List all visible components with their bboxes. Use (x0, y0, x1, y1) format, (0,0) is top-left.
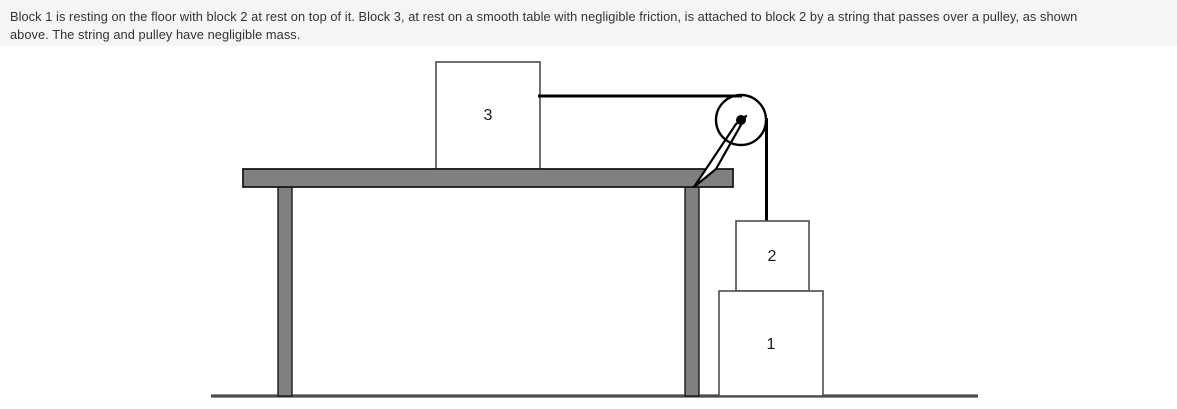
diagram-area: 3 2 1 (0, 46, 1177, 409)
problem-statement-line-2: above. The string and pulley have neglig… (10, 27, 301, 42)
block-1-label: 1 (767, 336, 776, 353)
block-3-label: 3 (484, 107, 493, 124)
block-1 (718, 290, 824, 397)
block-2 (735, 220, 810, 292)
table-leg-right (684, 186, 700, 397)
problem-statement-line-1: Block 1 is resting on the floor with blo… (10, 9, 1078, 24)
table-leg-left (277, 186, 293, 397)
table-top (242, 168, 734, 188)
physics-diagram: 3 2 1 (211, 61, 978, 398)
pulley-mount-bracket (692, 114, 748, 189)
pulley-hub-icon (736, 115, 746, 125)
problem-statement: Block 1 is resting on the floor with blo… (0, 0, 1177, 46)
block-2-label: 2 (768, 248, 777, 265)
